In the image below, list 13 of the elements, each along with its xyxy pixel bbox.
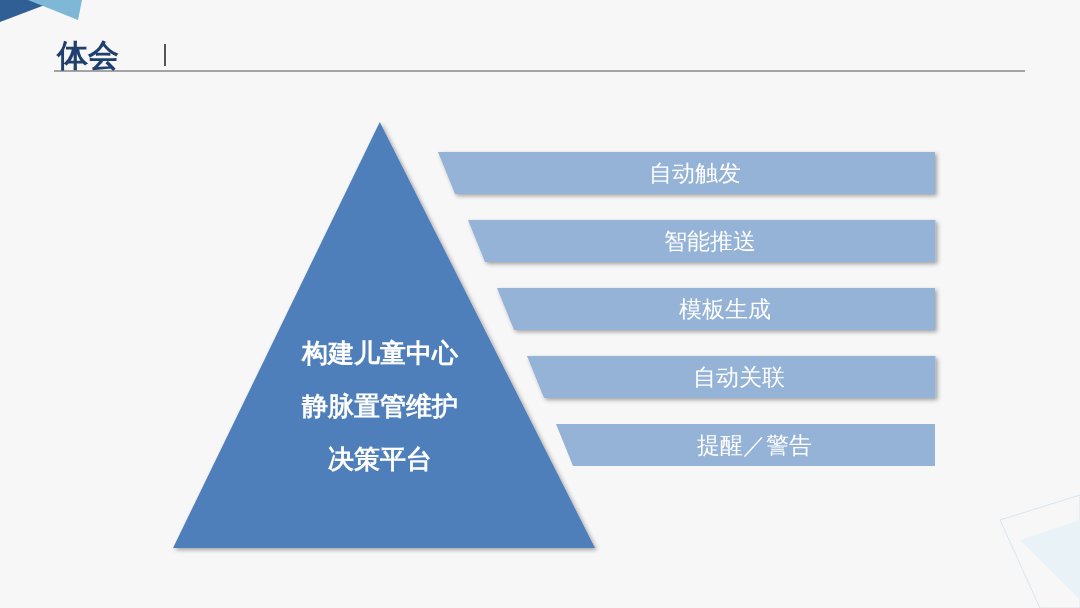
- feature-label: 自动触发: [648, 159, 742, 188]
- feature-bar: [467, 220, 935, 262]
- feature-bar: [497, 288, 935, 330]
- feature-label: 智能推送: [662, 227, 757, 256]
- feature-label: 提醒／警告: [695, 431, 813, 460]
- pyramid-triangle: [173, 122, 595, 548]
- title: 体会: [57, 36, 119, 74]
- feature-label: 模板生成: [677, 295, 772, 324]
- platform-label: 构建儿童中心静脉置管维护决策平台: [300, 337, 460, 476]
- feature-bar: [556, 424, 935, 466]
- feature-bar: [438, 152, 935, 194]
- feature-label: 自动关联: [692, 363, 787, 392]
- feature-bar: [526, 356, 935, 398]
